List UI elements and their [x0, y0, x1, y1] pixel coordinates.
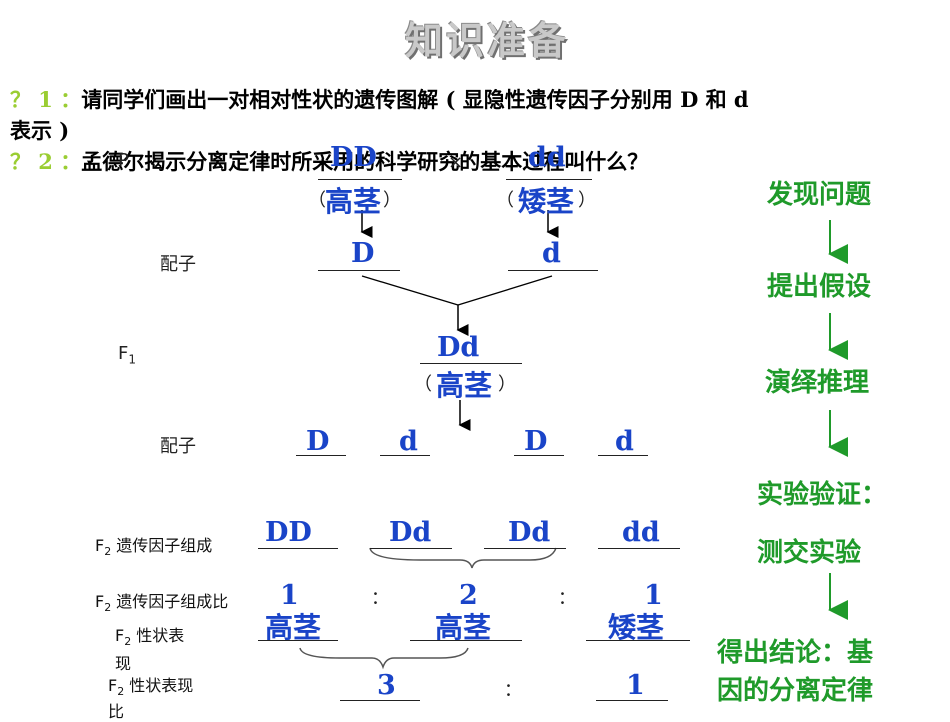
- f1-genotype: Dd: [437, 332, 480, 363]
- f2-phenotype: 高茎: [435, 611, 492, 644]
- f2-phenotype-label: F2 性状表现: [115, 626, 185, 674]
- question-2-text: 孟德尔揭示分离定律时所采用的科学研究的基本过程叫什么？: [81, 149, 649, 174]
- ratio-colon: ：: [504, 680, 522, 701]
- paren-close: ）: [383, 190, 401, 211]
- p-label: P: [118, 150, 129, 171]
- page-title: 知识准备: [405, 19, 570, 63]
- f2-genotype-label: F2 遗传因子组成: [95, 536, 213, 559]
- gamete-label-f1: 配子: [160, 436, 196, 457]
- paren-close: ）: [498, 374, 516, 395]
- question-1-number: ？ 1 ：: [10, 87, 82, 112]
- f1-phenotype: 高茎: [436, 369, 493, 402]
- f2-phenotype: 矮茎: [608, 611, 665, 644]
- f2-genotype: DD: [265, 517, 312, 548]
- f2-phenotype-ratio-label: F2 性状表现比: [108, 676, 194, 722]
- question-1-text: 请同学们画出一对相对性状的遗传图解 ( 显隐性遗传因子分别用 D 和 d: [81, 87, 749, 112]
- question-2-number: ？ 2 ：: [10, 149, 82, 174]
- parent2-phenotype: 矮茎: [518, 185, 575, 218]
- process-step-discover: 发现问题: [767, 180, 872, 210]
- f2-phenotype-ratio: 1: [626, 670, 645, 701]
- process-step-law: 因的分离定律: [717, 676, 874, 706]
- process-step-conclusion: 得出结论：基: [717, 638, 874, 668]
- process-step-verify: 实验验证：: [757, 480, 888, 510]
- f2-ratio: 2: [459, 580, 478, 611]
- paren-close: ）: [578, 190, 596, 211]
- f2-phenotype: 高茎: [265, 611, 322, 644]
- f2-ratio: 1: [644, 580, 663, 611]
- gamete-f1: d: [615, 426, 634, 457]
- f2-genotype: Dd: [508, 517, 551, 548]
- gamete-f1: D: [306, 426, 330, 457]
- f2-genotype: Dd: [389, 517, 432, 548]
- gamete-label-p: 配子: [160, 254, 196, 275]
- merge-line-left: [361, 275, 459, 306]
- gamete-f1: D: [524, 426, 548, 457]
- brace-genotypes: [369, 547, 557, 569]
- parent1-phenotype: 高茎: [325, 185, 382, 218]
- f2-phenotype-ratio: 3: [377, 670, 396, 701]
- cross-symbol: ×: [448, 152, 464, 173]
- question-1: ？ 1 ：请同学们画出一对相对性状的遗传图解 ( 显隐性遗传因子分别用 D 和 …: [10, 84, 749, 114]
- f2-ratio: 1: [280, 580, 299, 611]
- process-step-testcross: 测交实验: [757, 538, 862, 568]
- question-1-continuation: 表示 ): [10, 118, 70, 143]
- ratio-colon: ：: [558, 588, 576, 609]
- gamete-p-dominant: D: [351, 238, 375, 269]
- merge-line-right: [457, 275, 553, 306]
- brace-phenotypes: [299, 647, 469, 670]
- parent1-genotype: DD: [330, 142, 377, 173]
- ratio-colon: ：: [371, 588, 389, 609]
- process-step-hypothesis: 提出假设: [767, 272, 872, 302]
- f2-ratio-label: F2 遗传因子组成比: [95, 592, 229, 615]
- f1-label: F1: [118, 343, 136, 367]
- f2-genotype: dd: [622, 517, 660, 548]
- parent2-genotype: dd: [528, 142, 566, 173]
- process-step-deduction: 演绎推理: [765, 368, 870, 398]
- gamete-f1: d: [399, 426, 418, 457]
- paren-open: （: [496, 190, 514, 211]
- paren-open: （: [414, 374, 432, 395]
- paren-open: （: [308, 190, 326, 211]
- question-2: ？ 2 ：孟德尔揭示分离定律时所采用的科学研究的基本过程叫什么？: [10, 146, 648, 176]
- gamete-p-recessive: d: [542, 238, 561, 269]
